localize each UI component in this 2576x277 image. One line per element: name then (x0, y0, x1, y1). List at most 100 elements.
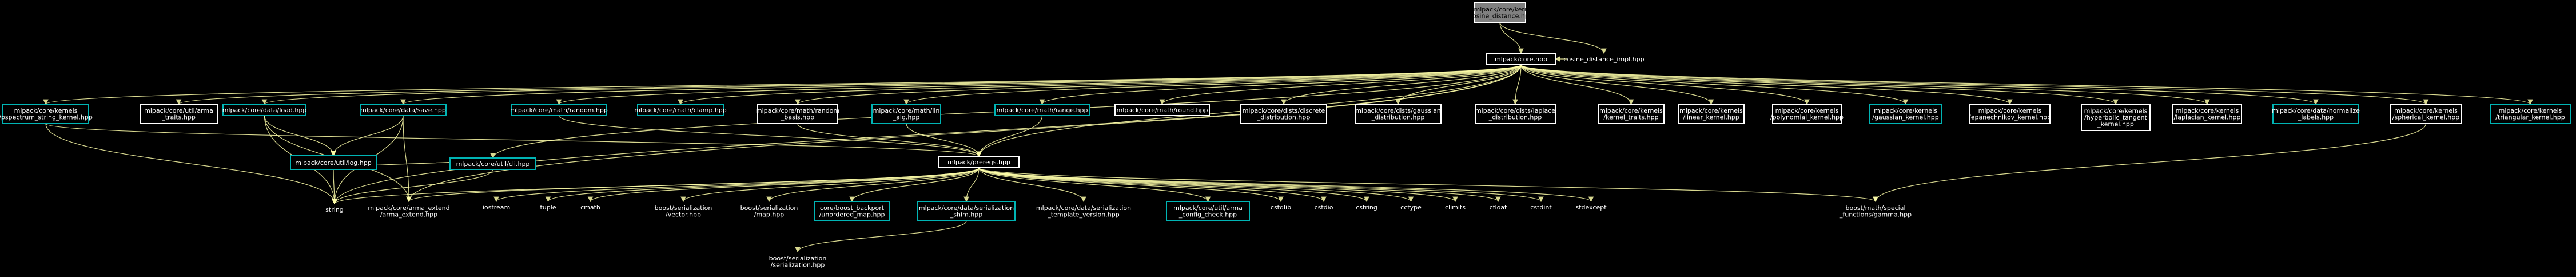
node-save[interactable]: mlpack/core/data/save.hpp (360, 104, 447, 116)
node-label: core/boost_backport (820, 204, 885, 212)
node-root[interactable]: src/mlpack/core/kernels/cosine_distance.… (1463, 2, 1538, 23)
node-polynomial[interactable]: mlpack/core/kernels/polynomial_kernel.hp… (1770, 104, 1844, 124)
node-box (1114, 104, 1210, 116)
node-random[interactable]: mlpack/core/math/random.hpp (510, 104, 608, 116)
edge-prereqs-to-arma_extend (406, 167, 980, 203)
edge-core-to-epan (1520, 64, 2013, 105)
edge-shim-to-serialization (795, 220, 967, 253)
node-clamp[interactable]: mlpack/core/math/clamp.hpp (634, 104, 727, 116)
node-box (290, 155, 377, 170)
edge-core-to-gaussian (1395, 64, 1522, 105)
node-label: _distribution.hpp (1371, 114, 1425, 121)
edge-core-to-linear (1520, 64, 1714, 105)
node-cstdio: cstdio (1315, 204, 1333, 211)
node-climits: climits (1445, 204, 1466, 211)
edge-core-to-normalize (1520, 64, 2319, 105)
node-laplacian[interactable]: mlpack/core/kernels/laplacian_kernel.hpp (2172, 104, 2242, 124)
node-label: /map.hpp (754, 211, 785, 219)
node-label: boost/serialization (740, 204, 798, 212)
node-label: mlpack/core/math/round.hpp (1117, 106, 1208, 114)
node-label: mlpack/core/util/log.hpp (295, 159, 371, 167)
edge-prereqs-to-iostream (493, 167, 980, 203)
node-box (360, 104, 447, 116)
edge-core-to-round (1159, 64, 1522, 105)
node-cli[interactable]: mlpack/core/util/cli.hpp (449, 157, 536, 170)
node-unordered[interactable]: core/boost_backport/unordered_map.hpp (814, 201, 890, 221)
edge-spherical-to-gamma (1873, 123, 2427, 203)
node-core[interactable]: mlpack/core.hpp (1486, 53, 1556, 65)
node-log[interactable]: mlpack/core/util/log.hpp (290, 155, 377, 170)
node-label: mlpack/core/dists/gaussian (1355, 107, 1441, 114)
node-pspec[interactable]: mlpack/core/kernels/pspectrum_string_ker… (0, 104, 93, 124)
edge-core-to-gaussian_k (1520, 64, 1909, 105)
node-label: /laplacian_kernel.hpp (2174, 114, 2241, 121)
node-box (917, 201, 1016, 221)
edge-core-to-lin_alg (903, 64, 1522, 105)
node-label: _labels.hpp (2298, 114, 2334, 121)
edge-save-to-arma_extend (403, 115, 412, 203)
edge-core-to-save (400, 64, 1522, 105)
edge-core-to-laplace (1512, 64, 1522, 105)
node-label: mlpack/core/kernels (14, 107, 78, 114)
edge-core-to-load (262, 64, 1522, 105)
node-box (1486, 53, 1556, 65)
edge-core-to-laplacian (1520, 64, 2210, 105)
node-prereqs[interactable]: mlpack/prereqs.hpp (938, 156, 1020, 168)
node-string: string (325, 206, 344, 213)
node-label: mlpack/core/data/save.hpp (360, 106, 446, 114)
node-box (2, 104, 89, 124)
node-label: mlpack/core/data/serialization (1036, 204, 1131, 212)
node-label: /kernel_traits.hpp (1603, 114, 1658, 121)
node-load[interactable]: mlpack/core/data/load.hpp (222, 104, 307, 116)
node-lin_alg[interactable]: mlpack/core/math/lin_alg.hpp (871, 104, 941, 124)
node-normalize[interactable]: mlpack/core/data/normalize_labels.hpp (2272, 104, 2360, 124)
node-box (1869, 104, 1942, 124)
node-label: _distribution.hpp (1257, 114, 1311, 121)
node-linear[interactable]: mlpack/core/kernels/linear_kernel.hpp (1678, 104, 1745, 124)
edge-core-to-pspec (43, 64, 1522, 105)
node-label: /vector.hpp (666, 211, 701, 219)
edge-prereqs-to-shim (963, 167, 980, 203)
node-box (871, 104, 941, 124)
node-label: mlpack/core.hpp (1495, 56, 1547, 63)
node-label: mlpack/core/kernels (1679, 107, 1743, 114)
edge-prereqs-to-cstring (978, 167, 1369, 203)
node-box (511, 104, 607, 116)
node-arma_traits[interactable]: mlpack/core/util/arma_traits.hpp (140, 104, 218, 124)
node-shim[interactable]: mlpack/core/data/serialization_shim.hpp (917, 201, 1016, 221)
node-epan[interactable]: mlpack/core/kernels/epanechnikov_kernel.… (1969, 104, 2051, 124)
node-label: mlpack/core/data/load.hpp (222, 106, 307, 114)
node-box (140, 104, 218, 124)
node-hyper[interactable]: mlpack/core/kernels/hyperbolic_tangent_k… (2081, 104, 2151, 131)
node-range[interactable]: mlpack/core/math/range.hpp (994, 104, 1090, 116)
edge-random_basis-to-prereqs (797, 123, 982, 157)
edge-prereqs-to-gamma (978, 167, 1878, 203)
node-config_check[interactable]: mlpack/core/util/arma_config_check.hpp (1166, 201, 1250, 221)
node-gaussian_k[interactable]: mlpack/core/kernels/gaussian_kernel.hpp (1869, 104, 1942, 124)
node-arma_extend: mlpack/core/arma_extend/arma_extend.hpp (368, 204, 449, 219)
node-gamma: boost/math/special_functions/gamma.hpp (1839, 204, 1912, 219)
node-label: cstring (1356, 204, 1377, 211)
node-serialization: boost/serialization/serialization.hpp (769, 255, 827, 269)
node-label: stdexcept (1575, 204, 1607, 211)
node-label: mlpack/core/math/random.hpp (510, 106, 608, 114)
node-label: mlpack/core/dists/laplace (1475, 107, 1555, 114)
node-kernel_traits[interactable]: mlpack/core/kernels/kernel_traits.hpp (1598, 104, 1665, 124)
node-spherical[interactable]: mlpack/core/kernels/spherical_kernel.hpp (2390, 104, 2462, 124)
node-discrete[interactable]: mlpack/core/dists/discrete_distribution.… (1240, 104, 1327, 124)
node-box (757, 104, 838, 124)
node-cstdint: cstdint (1530, 204, 1552, 211)
node-label: mlpack/core/math/range.hpp (996, 106, 1088, 114)
node-random_basis[interactable]: mlpack/core/math/random_basis.hpp (756, 104, 839, 124)
node-triangular[interactable]: mlpack/core/kernels/triangular_kernel.hp… (2490, 104, 2571, 124)
node-label: /spherical_kernel.hpp (2392, 114, 2459, 121)
edge-prereqs-to-cstdint (978, 167, 1544, 203)
node-label: cosine_distance_impl.hpp (1563, 56, 1644, 63)
edge-cli-to-string (332, 169, 493, 205)
edge-prereqs-to-cstdlib (978, 167, 1284, 203)
node-laplace[interactable]: mlpack/core/dists/laplace_distribution.h… (1475, 104, 1556, 124)
node-gaussian[interactable]: mlpack/core/dists/gaussian_distribution.… (1355, 104, 1442, 124)
node-label: /arma_extend.hpp (380, 211, 437, 219)
node-round[interactable]: mlpack/core/math/round.hpp (1114, 104, 1210, 116)
